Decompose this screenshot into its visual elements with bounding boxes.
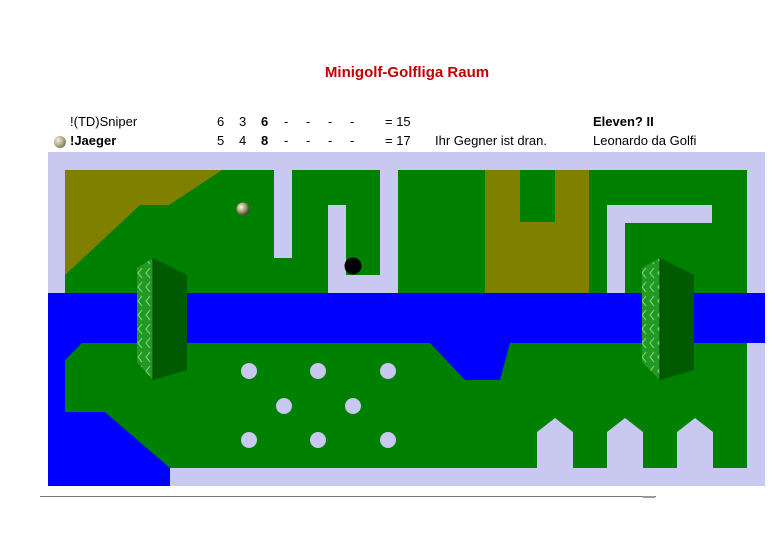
bumper <box>310 363 326 379</box>
bumper <box>241 363 257 379</box>
bumper <box>380 432 396 448</box>
water-hazard <box>48 343 170 486</box>
stroke-hole-7: - <box>350 114 355 129</box>
hole-icon <box>344 257 362 275</box>
stroke-hole-4: - <box>284 133 289 148</box>
golf-ball-icon[interactable] <box>236 202 250 216</box>
room-title: Minigolf-Golfliga Raum <box>324 64 490 81</box>
status-text: Ihr Gegner ist dran. <box>435 133 547 148</box>
golf-ball-icon <box>54 136 66 148</box>
stroke-hole-1: 6 <box>217 114 225 129</box>
track-name: Eleven? II <box>593 114 654 129</box>
stroke-hole-4: - <box>284 114 289 129</box>
water-hazard <box>430 343 510 380</box>
stroke-hole-6: - <box>328 114 333 129</box>
stroke-hole-5: - <box>306 114 311 129</box>
bridge-left <box>137 258 187 380</box>
wall <box>328 205 346 293</box>
bridge-right <box>642 258 694 380</box>
sand-trap <box>65 170 222 275</box>
bumper <box>241 432 257 448</box>
stroke-hole-6: - <box>328 133 333 148</box>
total-score: = 15 <box>385 114 411 129</box>
bumper <box>345 398 361 414</box>
wall <box>274 170 292 258</box>
wall <box>380 170 398 293</box>
total-score: = 17 <box>385 133 411 148</box>
stroke-hole-5: - <box>306 133 311 148</box>
track-name: Leonardo da Golfi <box>593 133 697 148</box>
bumper-group <box>241 363 396 448</box>
divider-mark <box>643 496 655 498</box>
stroke-hole-2: 4 <box>239 133 247 148</box>
bumper <box>310 432 326 448</box>
stroke-hole-3: 6 <box>261 114 269 129</box>
stroke-hole-7: - <box>350 133 355 148</box>
stroke-hole-1: 5 <box>217 133 225 148</box>
stroke-hole-3: 8 <box>261 133 269 148</box>
wall <box>607 205 625 293</box>
sand-trap <box>485 170 589 293</box>
stroke-hole-2: 3 <box>239 114 247 129</box>
bumper <box>380 363 396 379</box>
bumper <box>276 398 292 414</box>
player-name: !(TD)Sniper <box>70 114 138 129</box>
wall <box>607 205 712 223</box>
wall <box>537 418 765 486</box>
divider <box>40 496 656 497</box>
player-name: !Jaeger <box>70 133 117 148</box>
